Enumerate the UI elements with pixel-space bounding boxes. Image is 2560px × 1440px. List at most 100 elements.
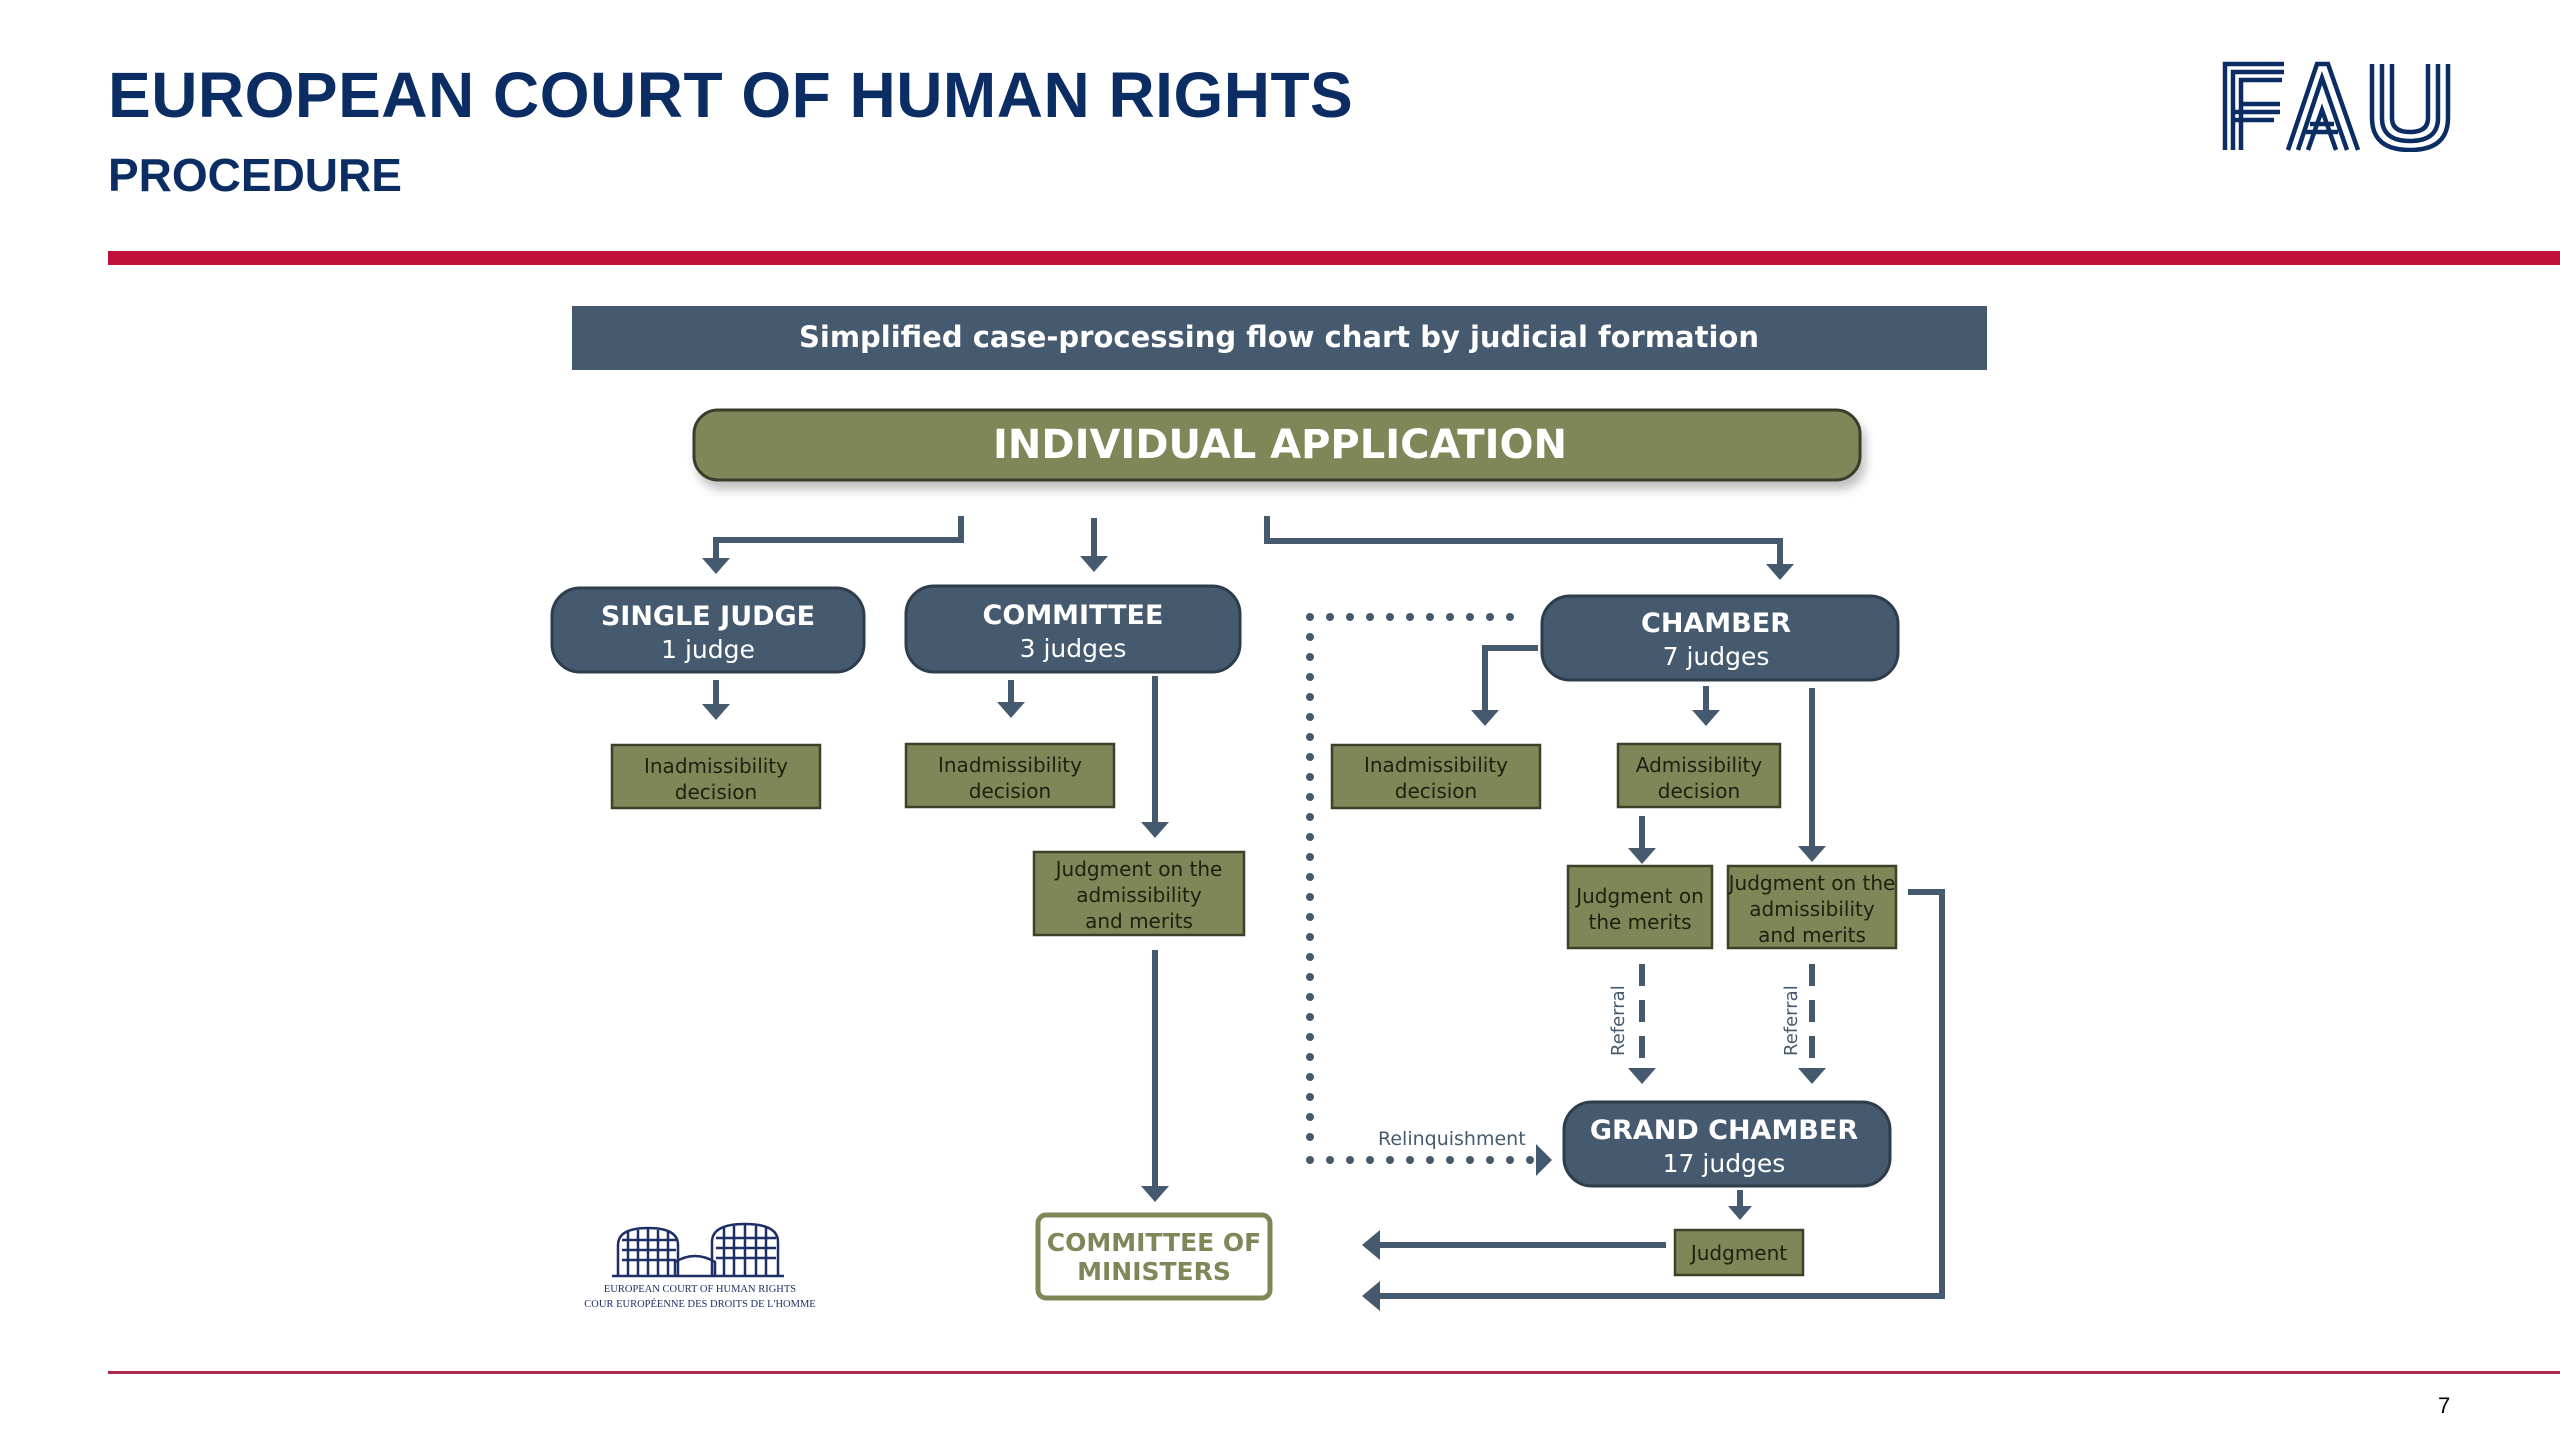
arrowhead: [1766, 564, 1794, 580]
ch-admissibility-l1: Admissibility: [1636, 753, 1763, 777]
relinquishment-dot: [1346, 1156, 1354, 1164]
chamber-title: CHAMBER: [1641, 608, 1791, 639]
relinquishment-dot: [1386, 613, 1394, 621]
arrowhead: [1141, 822, 1169, 838]
relinquishment-dot: [1446, 1156, 1454, 1164]
relinquishment-dot: [1306, 833, 1314, 841]
relinquishment-dot: [1306, 693, 1314, 701]
single-judge-box: [550, 586, 866, 674]
committee-of-ministers-l2: MINISTERS: [1077, 1257, 1231, 1286]
arrowhead: [1692, 710, 1720, 726]
individual-application-label: INDIVIDUAL APPLICATION: [993, 422, 1567, 468]
arrowhead: [1728, 1206, 1752, 1220]
relinquishment-dot: [1446, 613, 1454, 621]
connector-chamber: [1264, 516, 1783, 564]
relinquishment-dot: [1466, 613, 1474, 621]
footer-divider: [108, 1371, 2560, 1374]
ch-admissibility-l2: decision: [1658, 779, 1740, 803]
ch-judgment-adm-merits-box: [1726, 864, 1898, 950]
arrowhead: [997, 702, 1025, 718]
ch-judgment-merits-l2: the merits: [1588, 910, 1691, 934]
page-subtitle: PROCEDURE: [108, 149, 402, 201]
relinquishment-dot: [1306, 713, 1314, 721]
relinquishment-dot: [1306, 653, 1314, 661]
connector-return-line: [1380, 889, 1945, 1299]
arrowhead: [1471, 710, 1499, 726]
arrowhead: [1536, 1144, 1552, 1176]
relinquishment-dot: [1306, 613, 1314, 621]
arrowhead: [1362, 1281, 1380, 1311]
echr-logo-text-fr: COUR EUROPÉENNE DES DROITS DE L'HOMME: [584, 1298, 815, 1310]
grand-chamber-title: GRAND CHAMBER: [1590, 1115, 1858, 1146]
header-divider: [108, 251, 2560, 265]
relinquishment-dot: [1306, 913, 1314, 921]
relinquishment-dot: [1486, 613, 1494, 621]
relinquishment-dot: [1406, 613, 1414, 621]
relinquishment-dot: [1506, 1156, 1514, 1164]
relinquishment-dot: [1306, 753, 1314, 761]
ch-inadmissibility-box: [1330, 743, 1542, 810]
arrowhead: [702, 558, 730, 574]
relinquishment-dot: [1306, 1033, 1314, 1041]
ch-inadmissibility-l2: decision: [1395, 779, 1477, 803]
sj-inadmissibility-l1: Inadmissibility: [644, 754, 788, 778]
relinquishment-dot: [1306, 893, 1314, 901]
relinquishment-label: Relinquishment: [1378, 1128, 1526, 1150]
connector-single-judge: [713, 516, 964, 558]
banner-text: Simplified case-processing flow chart by…: [799, 320, 1759, 354]
relinquishment-dot: [1366, 613, 1374, 621]
relinquishment-dot: [1306, 993, 1314, 1001]
relinquishment-dot: [1306, 933, 1314, 941]
relinquishment-dot: [1306, 1073, 1314, 1081]
com-judgment-l2: admissibility: [1076, 883, 1202, 907]
ch-admissibility-box: [1616, 742, 1782, 809]
committee-sub: 3 judges: [1020, 634, 1127, 663]
fau-logo: [2222, 61, 2451, 152]
ch-judgment-adm-merits-l3: and merits: [1758, 923, 1866, 947]
ch-judgment-adm-merits-l1: Judgment on the: [1727, 871, 1896, 895]
arrowhead: [1141, 1186, 1169, 1202]
relinquishment-dot: [1306, 733, 1314, 741]
gc-judgment-label: Judgment: [1689, 1241, 1787, 1265]
sj-inadmissibility-l2: decision: [675, 780, 757, 804]
relinquishment-dot: [1326, 613, 1334, 621]
relinquishment-dot: [1386, 1156, 1394, 1164]
relinquishment-dot: [1506, 613, 1514, 621]
committee-title: COMMITTEE: [983, 600, 1164, 631]
echr-logo-text-en: EUROPEAN COURT OF HUMAN RIGHTS: [604, 1284, 796, 1295]
com-inadmissibility-l2: decision: [969, 779, 1051, 803]
arrowhead: [1080, 556, 1108, 572]
echr-building-icon: [612, 1222, 784, 1278]
grand-chamber-box: [1562, 1100, 1892, 1188]
referral-label-2: Referral: [1781, 985, 1802, 1056]
relinquishment-dot: [1306, 1093, 1314, 1101]
relinquishment-dot: [1306, 813, 1314, 821]
relinquishment-dot: [1366, 1156, 1374, 1164]
committee-box: [904, 584, 1242, 674]
relinquishment-dot: [1306, 1113, 1314, 1121]
banner: [572, 306, 1987, 370]
committee-of-ministers-box: [1035, 1212, 1273, 1301]
relinquishment-dot: [1466, 1156, 1474, 1164]
relinquishment-dot: [1306, 793, 1314, 801]
relinquishment-dot: [1306, 853, 1314, 861]
relinquishment-dot: [1406, 1156, 1414, 1164]
relinquishment-dot: [1306, 973, 1314, 981]
arrowhead: [1362, 1230, 1380, 1260]
relinquishment-dot: [1306, 953, 1314, 961]
sj-inadmissibility-box: [610, 743, 822, 810]
relinquishment-dot: [1306, 873, 1314, 881]
relinquishment-dots: [1306, 613, 1534, 1164]
single-judge-title: SINGLE JUDGE: [601, 601, 815, 632]
relinquishment-dot: [1486, 1156, 1494, 1164]
relinquishment-dot: [1526, 1156, 1534, 1164]
page-number: 7: [2438, 1393, 2451, 1418]
com-judgment-l3: and merits: [1085, 909, 1193, 933]
arrowhead: [1628, 848, 1656, 864]
relinquishment-dot: [1426, 613, 1434, 621]
relinquishment-dot: [1306, 1133, 1314, 1141]
committee-of-ministers-l1: COMMITTEE OF: [1047, 1228, 1262, 1257]
arrowhead: [1798, 846, 1826, 862]
connector-ch-inadmissibility: [1482, 645, 1538, 710]
ch-inadmissibility-l1: Inadmissibility: [1364, 753, 1508, 777]
